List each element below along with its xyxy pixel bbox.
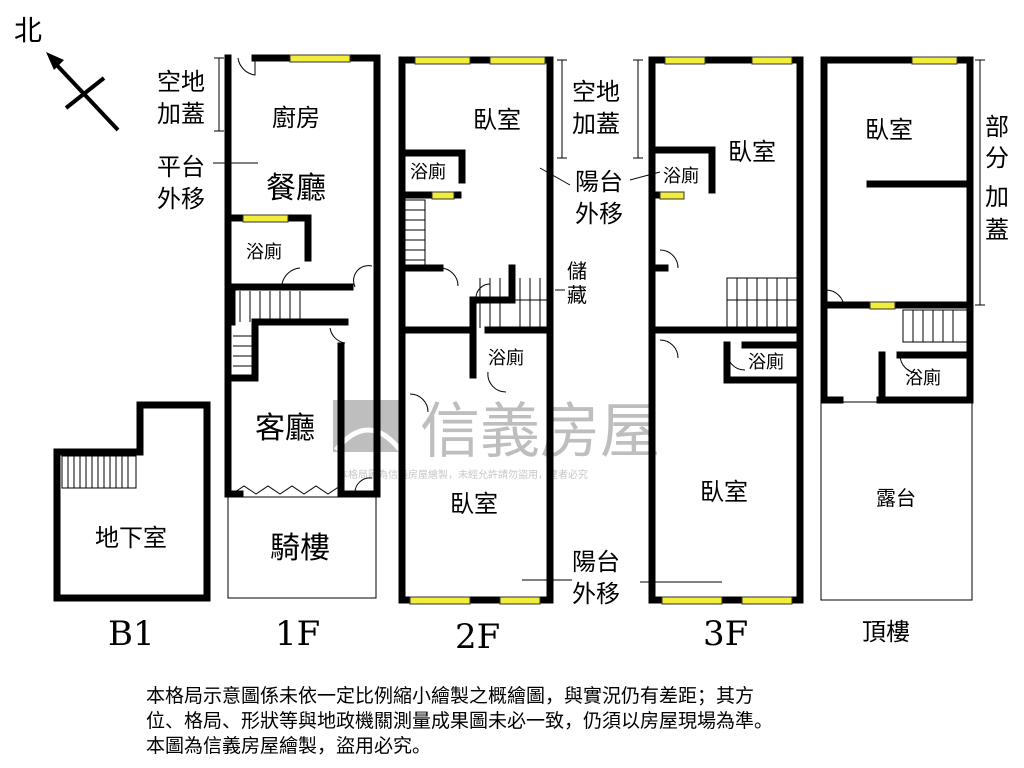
note-text: 平台 <box>157 153 205 181</box>
note-text: 加 <box>985 183 1009 211</box>
north-arrow-icon: 北 <box>14 14 120 132</box>
disclaimer: 本格局示意圖係未依一定比例縮小繪製之概繪圖，與實況仍有差距；其方 位、格局、形狀… <box>146 684 926 759</box>
note-text: 陽台 <box>572 548 620 576</box>
floor-3f: 臥室 浴廁 浴廁 臥室 3F <box>629 56 804 654</box>
note-text: 部 <box>985 113 1009 141</box>
note-text: 加蓋 <box>157 100 205 128</box>
note-text: 空地 <box>157 68 205 96</box>
room-living: 客廳 <box>255 411 315 446</box>
floor-label-2f: 2F <box>455 617 500 657</box>
floor-2f: 臥室 浴廁 浴廁 臥室 空地 加蓋 陽台 外移 儲 藏 陽台 外移 2F <box>398 56 623 657</box>
room-bedroom: 臥室 <box>473 106 521 134</box>
note-text: 陽台 <box>575 168 623 196</box>
note-text: 蓋 <box>985 216 1009 244</box>
room-bedroom: 臥室 <box>728 138 776 166</box>
note-text: 分 <box>985 144 1009 172</box>
note-text: 空地 <box>572 78 620 106</box>
floor-roof: 臥室 浴廁 露台 部 分 加 蓋 頂樓 <box>820 56 1009 646</box>
north-label: 北 <box>14 14 42 47</box>
floor-label-3f: 3F <box>703 614 748 654</box>
floor-label-roof: 頂樓 <box>862 618 910 646</box>
room-terrace: 露台 <box>876 486 916 510</box>
watermark: 信義房屋 本格局圖為信義房屋繪製，未經允許請勿盜用，違者必究 <box>333 397 660 481</box>
floor-b1: 地下室 B1 <box>53 401 211 654</box>
room-bathroom: 浴廁 <box>410 161 446 183</box>
floor-label-b1: B1 <box>108 614 155 654</box>
room-dining: 餐廳 <box>266 171 326 206</box>
room-bathroom: 浴廁 <box>488 347 524 369</box>
room-bathroom: 浴廁 <box>905 367 941 389</box>
room-bedroom: 臥室 <box>700 478 748 506</box>
disclaimer-line: 本圖為信義房屋繪製，盜用必究。 <box>146 735 432 757</box>
disclaimer-line: 位、格局、形狀等與地政機關測量成果圖未必一致，仍須以房屋現場為準。 <box>146 710 774 732</box>
note-text: 藏 <box>567 283 587 307</box>
stairs <box>61 455 137 489</box>
room-bathroom: 浴廁 <box>748 351 784 373</box>
floor-1f: 廚房 餐廳 浴廁 客廳 騎樓 空地 加蓋 平台 外移 1F <box>157 54 381 654</box>
watermark-brand: 信義房屋 <box>420 397 660 467</box>
room-arcade: 騎樓 <box>270 531 330 566</box>
floor-label-1f: 1F <box>275 614 320 654</box>
room-basement: 地下室 <box>95 524 167 552</box>
disclaimer-line: 本格局示意圖係未依一定比例縮小繪製之概繪圖，與實況仍有差距；其方 <box>146 685 755 707</box>
note-text: 外移 <box>575 200 623 228</box>
note-text: 儲 <box>567 259 587 283</box>
room-bedroom: 臥室 <box>450 490 498 518</box>
room-bedroom: 臥室 <box>865 116 913 144</box>
room-bathroom: 浴廁 <box>246 241 282 263</box>
note-text: 外移 <box>157 185 205 213</box>
note-text: 外移 <box>572 580 620 608</box>
room-bathroom: 浴廁 <box>663 165 699 187</box>
note-text: 加蓋 <box>572 110 620 138</box>
room-kitchen: 廚房 <box>272 104 320 132</box>
